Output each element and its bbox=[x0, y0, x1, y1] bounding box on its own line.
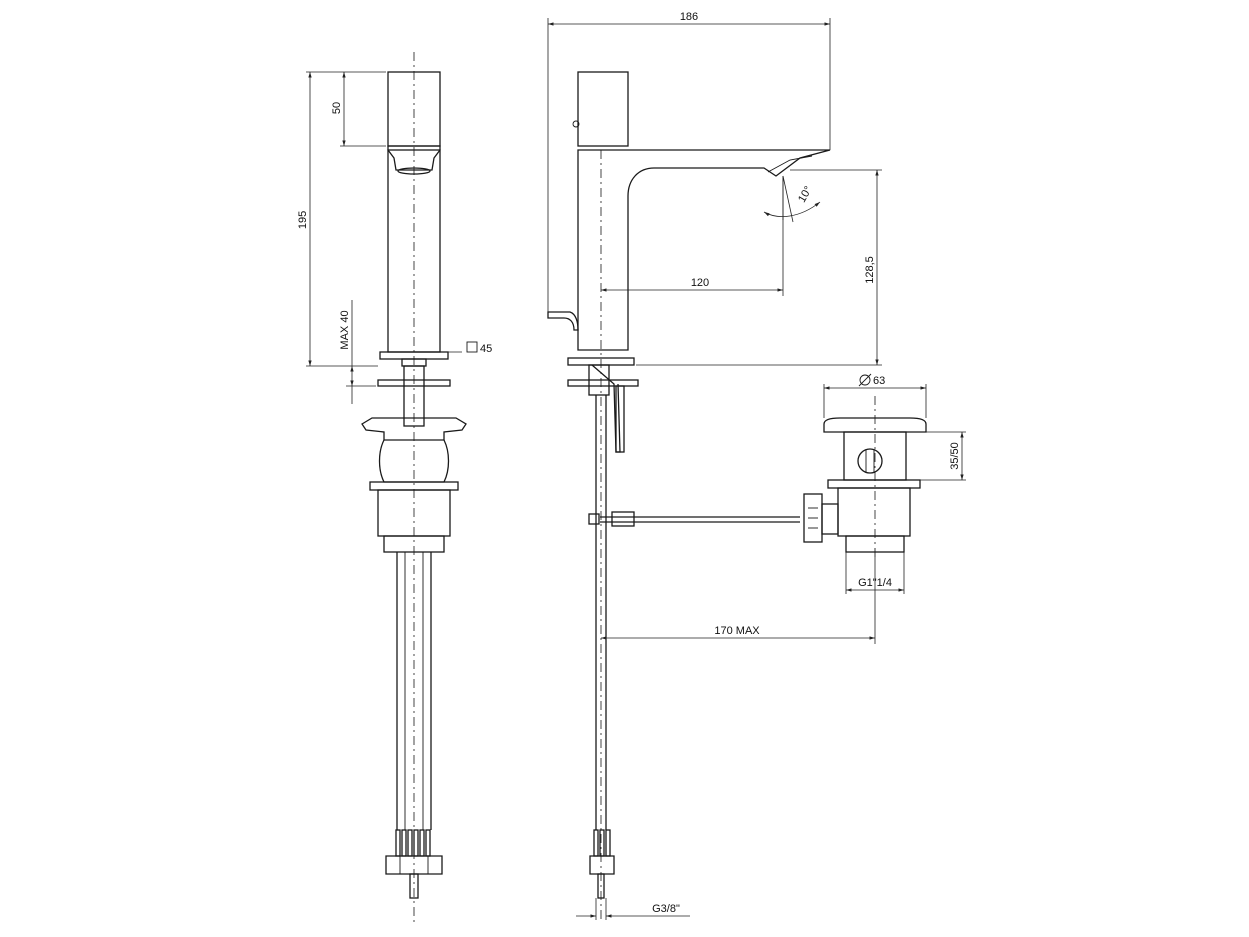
front-hose-ferrule-rib bbox=[401, 829, 407, 857]
dim-label-120: 120 bbox=[691, 277, 709, 289]
dim-label-g114: G1"1/4 bbox=[858, 577, 892, 589]
waste-cap bbox=[823, 417, 927, 433]
dim-label-186: 186 bbox=[680, 11, 698, 23]
front-waste-tail bbox=[383, 535, 445, 553]
side-handle-pin bbox=[572, 120, 580, 128]
front-view: 195 50 MAX 40 45 bbox=[297, 52, 492, 922]
front-waste-flange bbox=[361, 417, 467, 441]
diameter-symbol-icon bbox=[858, 373, 872, 387]
side-spout bbox=[577, 149, 831, 351]
dim-label-50: 50 bbox=[331, 102, 343, 114]
side-handle bbox=[577, 71, 629, 147]
angle-arc bbox=[763, 201, 821, 217]
front-hose-ferrule-rib bbox=[407, 829, 413, 857]
dim-label-195: 195 bbox=[297, 211, 309, 229]
side-rod-tube bbox=[615, 385, 625, 453]
front-hose-ferrule bbox=[395, 829, 431, 857]
waste-tail bbox=[845, 535, 905, 553]
front-aerator-outlet bbox=[397, 167, 431, 175]
side-rod-clamp bbox=[588, 513, 600, 525]
front-hose-ferrule-rib bbox=[413, 829, 419, 857]
side-hex-nut bbox=[589, 855, 615, 875]
side-hose-ferrule-rib bbox=[605, 829, 611, 857]
waste-lower-body bbox=[837, 487, 911, 537]
front-hose-ferrule-rib bbox=[419, 829, 425, 857]
dim-label-3550: 35/50 bbox=[949, 442, 961, 470]
front-hose-ferrule-rib bbox=[425, 829, 431, 857]
dim-label-1285: 128,5 bbox=[864, 256, 876, 284]
side-hose-ferrule-rib bbox=[593, 829, 599, 857]
side-spout-outlet bbox=[767, 155, 813, 173]
front-stud bbox=[403, 365, 425, 427]
waste-flange-nut bbox=[827, 479, 921, 489]
side-hose-ferrule bbox=[593, 829, 611, 857]
front-aerator bbox=[387, 145, 441, 171]
front-washer bbox=[377, 379, 451, 387]
side-popup-lever bbox=[547, 311, 579, 331]
dim-label-max40: MAX 40 bbox=[339, 310, 351, 349]
dim-label-170: 170 MAX bbox=[714, 625, 760, 637]
dim-label-angle: 10° bbox=[796, 184, 815, 204]
side-washer bbox=[567, 379, 639, 387]
side-view: 186 128,5 120 10° 170 MAX G3/8" bbox=[547, 11, 882, 922]
dim-label-d63: 63 bbox=[873, 375, 885, 387]
square-symbol-icon bbox=[466, 341, 478, 353]
front-hose-ferrule-rib bbox=[395, 829, 401, 857]
side-rod-connector bbox=[611, 511, 635, 527]
side-hose-ferrule-rib bbox=[599, 829, 605, 857]
dim-label-g38: G3/8" bbox=[652, 903, 680, 915]
waste-detail: 63 35/50 G1"1/4 bbox=[803, 373, 966, 594]
dim-label-45: 45 bbox=[480, 343, 492, 355]
angle-leader-inclined bbox=[782, 175, 794, 223]
side-supply-tube bbox=[597, 873, 605, 899]
front-supply-tube bbox=[409, 873, 419, 899]
waste-slot-disc bbox=[857, 448, 883, 474]
waste-lateral-body bbox=[821, 503, 839, 535]
